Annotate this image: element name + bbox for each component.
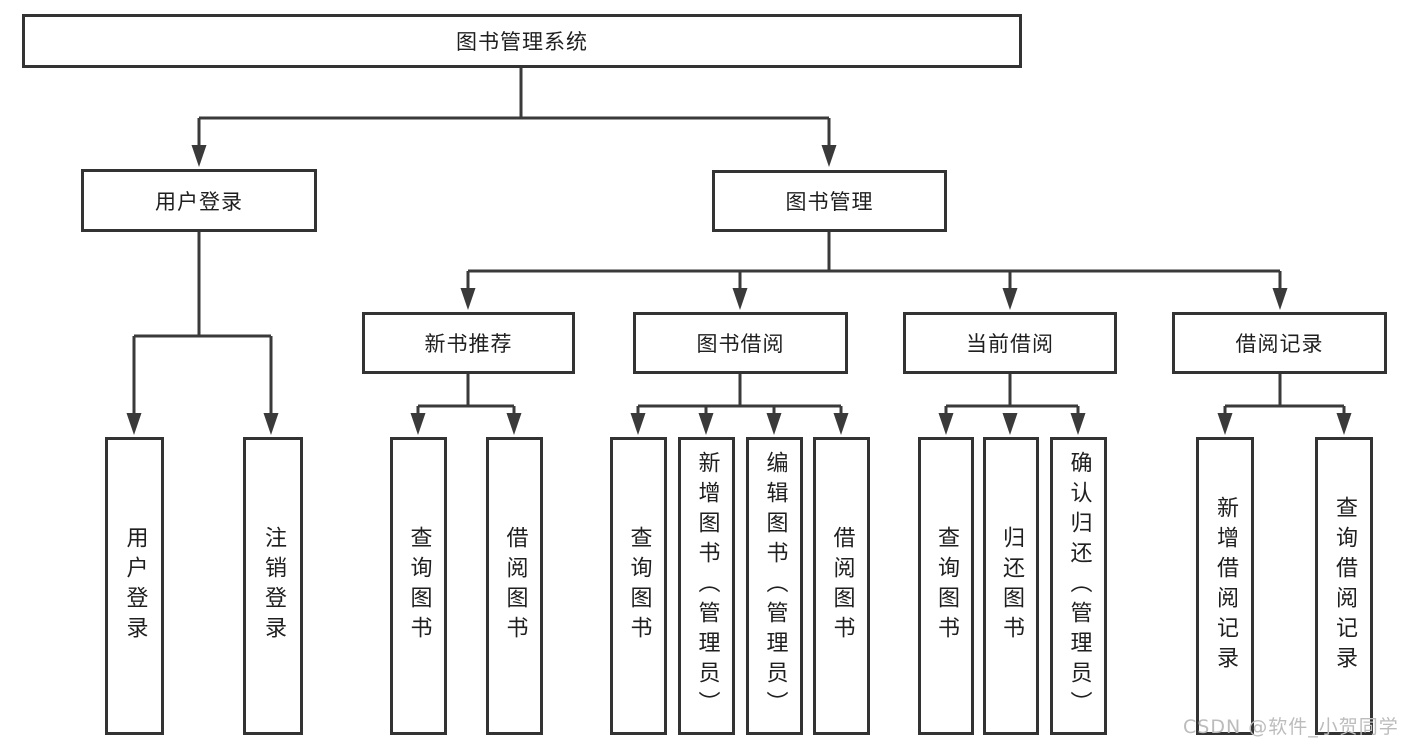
leaf-current-confirm-return-admin-label: 确认归还（管理员） (1066, 451, 1092, 721)
leaf-current-confirm-return-admin: 确认归还（管理员） (1050, 437, 1107, 735)
leaf-newbook-borrow-books-label: 借阅图书 (502, 526, 528, 646)
leaf-user-login-label: 用户登录 (122, 526, 148, 646)
leaf-borrow-add-books-admin-label: 新增图书（管理员） (694, 451, 720, 721)
leaf-record-add: 新增借阅记录 (1196, 437, 1254, 735)
node-user-login: 用户登录 (81, 169, 317, 232)
leaf-newbook-query-books: 查询图书 (390, 437, 447, 735)
leaf-borrow-query-books: 查询图书 (610, 437, 667, 735)
leaf-current-return-books: 归还图书 (983, 437, 1039, 735)
leaf-newbook-query-books-label: 查询图书 (406, 526, 432, 646)
leaf-record-query: 查询借阅记录 (1315, 437, 1373, 735)
node-borrow-record-label: 借阅记录 (1235, 332, 1324, 356)
leaf-logout: 注销登录 (243, 437, 303, 735)
node-new-book-recommend: 新书推荐 (362, 312, 575, 374)
node-current-borrow: 当前借阅 (903, 312, 1117, 374)
leaf-current-return-books-label: 归还图书 (999, 526, 1024, 646)
leaf-logout-label: 注销登录 (261, 526, 286, 646)
leaf-borrow-borrow-books: 借阅图书 (813, 437, 870, 735)
leaf-borrow-edit-books-admin-label: 编辑图书（管理员） (762, 451, 788, 721)
node-current-borrow-label: 当前借阅 (966, 332, 1054, 356)
leaf-newbook-borrow-books: 借阅图书 (486, 437, 543, 735)
leaf-borrow-borrow-books-label: 借阅图书 (829, 526, 855, 646)
node-root: 图书管理系统 (22, 14, 1022, 68)
node-book-borrow-label: 图书借阅 (696, 332, 785, 356)
node-book-mgmt-label: 图书管理 (785, 190, 874, 214)
node-book-borrow: 图书借阅 (633, 312, 848, 374)
node-new-book-recommend-label: 新书推荐 (424, 332, 513, 356)
leaf-borrow-edit-books-admin: 编辑图书（管理员） (746, 437, 803, 735)
leaf-borrow-add-books-admin: 新增图书（管理员） (678, 437, 735, 735)
node-user-login-label: 用户登录 (155, 189, 243, 214)
leaf-record-query-label: 查询借阅记录 (1332, 496, 1357, 676)
watermark-text: CSDN @软件_小贺同学 (1183, 716, 1399, 738)
leaf-borrow-query-books-label: 查询图书 (626, 526, 652, 646)
leaf-user-login: 用户登录 (105, 437, 164, 735)
node-borrow-record: 借阅记录 (1172, 312, 1387, 374)
leaf-current-query-books: 查询图书 (918, 437, 974, 735)
node-root-label: 图书管理系统 (456, 30, 588, 54)
node-book-mgmt: 图书管理 (712, 170, 947, 232)
leaf-record-add-label: 新增借阅记录 (1213, 496, 1238, 676)
arrowheads (126, 145, 1352, 435)
leaf-current-query-books-label: 查询图书 (934, 526, 959, 646)
